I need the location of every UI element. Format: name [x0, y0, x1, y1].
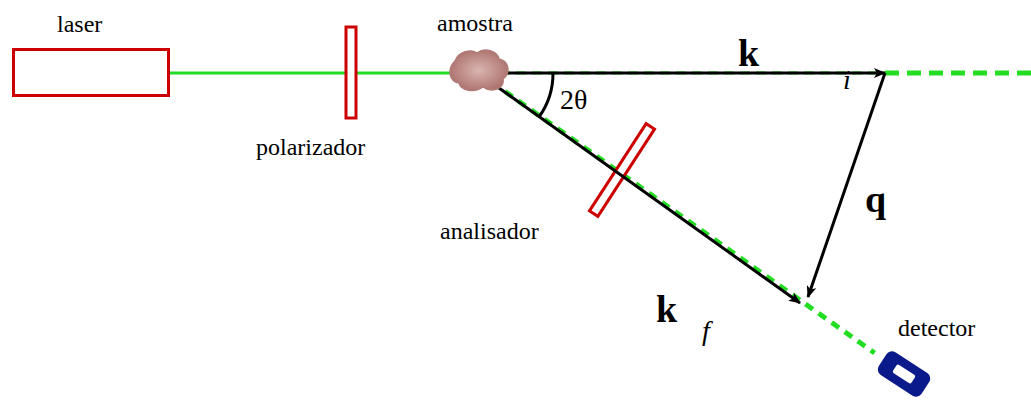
- detector-box-shape: [875, 348, 934, 400]
- analyzer: [589, 124, 654, 217]
- node-label: detector: [898, 316, 975, 340]
- sample-blob-shape: [447, 47, 511, 93]
- polarizer: [346, 27, 356, 118]
- vector-symbol: k: [738, 34, 759, 72]
- vector-symbol: q: [865, 180, 886, 218]
- vector-subscript: f: [702, 317, 710, 345]
- laser-box-shape: [12, 48, 170, 97]
- node-label: amostra: [437, 11, 513, 35]
- node-label: laser: [57, 12, 102, 36]
- laser-box: laser: [12, 48, 170, 97]
- angle-label: 2θ: [560, 86, 587, 114]
- component-label: polarizador: [256, 135, 365, 159]
- detector-box: detector: [878, 360, 930, 388]
- component-label: analisador: [440, 219, 539, 243]
- angle-arc: [539, 73, 553, 117]
- light-beam: [479, 73, 875, 353]
- sample-blob: amostra: [447, 47, 511, 93]
- kf-vector: [478, 73, 800, 303]
- vector-symbol: k: [656, 290, 677, 328]
- transmitted-beam: [885, 71, 1031, 76]
- light-beam: [170, 72, 455, 75]
- ki-vector: [478, 72, 885, 75]
- vector-subscript: i: [843, 66, 851, 94]
